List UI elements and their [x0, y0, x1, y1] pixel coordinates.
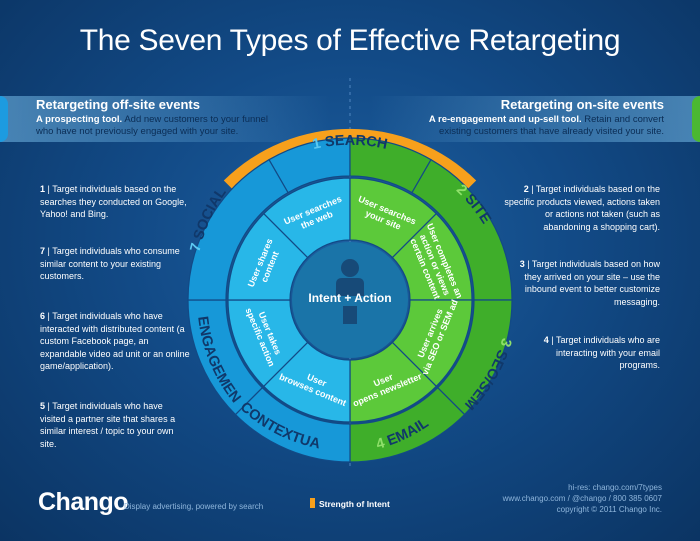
legend-swatch: [310, 498, 315, 508]
desc-social-text: | Target individuals who consume similar…: [40, 246, 180, 281]
onsite-lead: A re-engagement and up-sell tool.: [428, 114, 582, 125]
inner-label-site: User completes anaction or viewscertain …: [405, 222, 464, 308]
onsite-heading-block: Retargeting on-site events A re-engageme…: [404, 97, 664, 138]
offsite-heading: Retargeting off-site events: [36, 97, 200, 112]
desc-site-text: | Target individuals based on the specif…: [504, 184, 660, 232]
offsite-heading-block: Retargeting off-site events A prospectin…: [36, 97, 286, 138]
desc-site: 2 | Target individuals based on the spec…: [500, 183, 660, 233]
desc-engagement-num: 6: [40, 311, 46, 321]
segment-social-outer: [187, 158, 289, 301]
intent-arc: [223, 128, 477, 195]
tagline: Display advertising, powered by search: [124, 502, 264, 511]
onsite-band: [370, 96, 700, 142]
desc-contextual: 5 | Target individuals who have visited …: [40, 400, 190, 450]
desc-seo-text: | Target individuals based on how they a…: [524, 259, 660, 307]
desc-seo-num: 3: [519, 259, 525, 269]
onsite-band-edge: [692, 96, 700, 142]
legend-label: Strength of Intent: [319, 499, 390, 509]
person-icon: [336, 259, 364, 324]
desc-search-num: 1: [40, 184, 46, 194]
desc-email: 4 | Target individuals who are interacti…: [540, 334, 660, 372]
desc-email-text: | Target individuals who are interacting…: [548, 335, 660, 370]
onsite-heading: Retargeting on-site events: [500, 97, 664, 112]
legend: Strength of Intent: [310, 498, 390, 509]
desc-engagement-text: | Target individuals who have interacted…: [40, 311, 190, 371]
desc-seo: 3 | Target individuals based on how they…: [510, 258, 660, 308]
desc-site-num: 2: [523, 184, 529, 194]
footer-info: hi-res: chango.com/7types www.chango.com…: [402, 482, 662, 515]
desc-contextual-text: | Target individuals who have visited a …: [40, 401, 176, 449]
onsite-text: Retain and convert existing customers th…: [439, 114, 664, 137]
segment-social-inner: [227, 212, 309, 301]
desc-email-num: 4: [543, 335, 549, 345]
copyright: copyright © 2011 Chango Inc.: [556, 505, 662, 514]
offsite-lead: A prospecting tool.: [36, 114, 123, 125]
hires-link[interactable]: hi-res: chango.com/7types: [568, 483, 662, 492]
offsite-band: [0, 96, 330, 142]
chango-logo: Chango: [38, 488, 129, 516]
offsite-text: Add new customers to your funnel who hav…: [36, 114, 268, 137]
desc-social: 7 | Target individuals who consume simil…: [40, 245, 190, 283]
desc-engagement: 6 | Target individuals who have interact…: [40, 310, 190, 373]
segment-search-label: 1 SEARCH: [311, 133, 389, 153]
center-label: Intent + Action: [308, 291, 391, 305]
center-circle: [292, 242, 408, 358]
segment-engagement-label: 6 ENGAGEMENT: [0, 0, 244, 406]
contact-line: www.chango.com / @chango / 800 385 0607: [502, 494, 662, 503]
desc-search-text: | Target individuals based on the search…: [40, 184, 187, 219]
page-title: The Seven Types of Effective Retargeting: [79, 24, 621, 57]
desc-search: 1 | Target individuals based on the sear…: [40, 183, 190, 221]
offsite-band-edge: [0, 96, 8, 142]
desc-contextual-num: 5: [40, 401, 46, 411]
desc-social-num: 7: [40, 246, 46, 256]
